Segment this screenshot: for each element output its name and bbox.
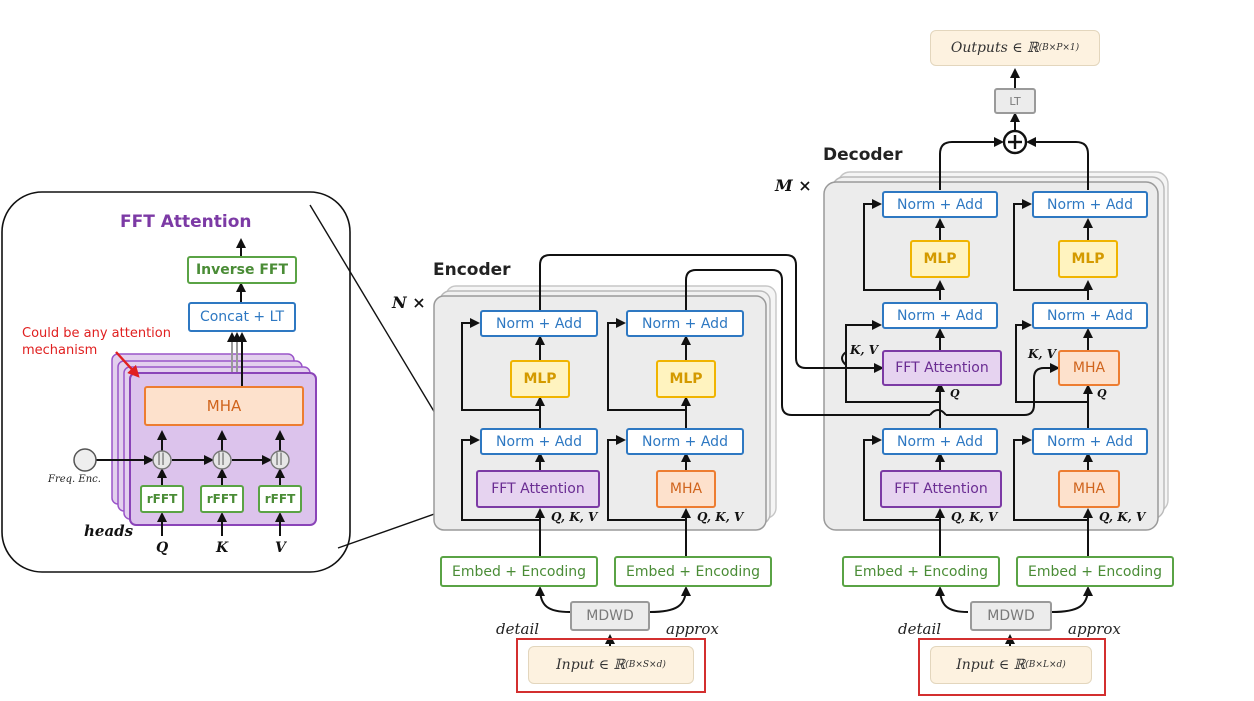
annotation-arrow xyxy=(115,351,140,378)
decoder-mlp-2: MLP xyxy=(1058,240,1118,278)
output-text: Outputs ∈ ℝ xyxy=(950,40,1039,56)
encoder-fft-attention: FFT Attention xyxy=(476,470,600,508)
decoder-mha: MHA xyxy=(1058,470,1120,508)
encoder-norm-add-top-1: Norm + Add xyxy=(480,310,598,337)
encoder-title: Encoder xyxy=(433,260,511,280)
concat-symbol-1: || xyxy=(157,451,166,465)
encoder-approx-label: approx xyxy=(666,620,719,638)
concat-lt-box: Concat + LT xyxy=(188,302,296,332)
decoder-kv-label-2: K, V xyxy=(1028,347,1057,361)
fft-inset-title: FFT Attention xyxy=(120,212,252,232)
encoder-embed-2: Embed + Encoding xyxy=(614,556,772,587)
decoder-norm-add-bottom-2: Norm + Add xyxy=(1032,428,1148,455)
encoder-norm-add-bottom-2: Norm + Add xyxy=(626,428,744,455)
inset-k-label: K xyxy=(216,540,229,556)
decoder-kv-label-1: K, V xyxy=(850,343,879,357)
encoder-mha: MHA xyxy=(656,470,716,508)
encoder-embed-1: Embed + Encoding xyxy=(440,556,598,587)
decoder-input-sup: (B×L×d) xyxy=(1025,660,1066,670)
annotation-line-1: Could be any attention xyxy=(22,326,171,341)
freq-enc-label: Freq. Enc. xyxy=(48,474,101,485)
decoder-cross-mha: MHA xyxy=(1058,350,1120,386)
decoder-fft-attention: FFT Attention xyxy=(880,470,1002,508)
decoder-cross-fft-attention: FFT Attention xyxy=(882,350,1002,386)
rfft-box-q: rFFT xyxy=(140,485,184,513)
encoder-norm-add-top-2: Norm + Add xyxy=(626,310,744,337)
decoder-input-box: Input ∈ ℝ(B×L×d) xyxy=(930,646,1092,684)
concat-symbol-2: || xyxy=(217,451,226,465)
inset-v-label: V xyxy=(275,540,286,556)
decoder-detail-label: detail xyxy=(898,620,942,638)
concat-node-1 xyxy=(152,450,172,470)
heads-label: heads xyxy=(84,522,134,540)
encoder-mlp-2: MLP xyxy=(656,360,716,398)
encoder-detail-label: detail xyxy=(496,620,540,638)
encoder-repeat-label: N × xyxy=(392,293,426,312)
annotation-line-2: mechanism xyxy=(22,343,98,358)
decoder-title: Decoder xyxy=(823,145,903,165)
inset-mha-box: MHA xyxy=(144,386,304,426)
output-sup: (B×P×1) xyxy=(1038,43,1080,53)
decoder-mlp-1: MLP xyxy=(910,240,970,278)
decoder-approx-label: approx xyxy=(1068,620,1121,638)
decoder-mdwd: MDWD xyxy=(970,601,1052,631)
encoder-input-box: Input ∈ ℝ(B×S×d) xyxy=(528,646,694,684)
inverse-fft-box: Inverse FFT xyxy=(187,256,297,284)
encoder-norm-add-bottom-1: Norm + Add xyxy=(480,428,598,455)
decoder-norm-add-top-2: Norm + Add xyxy=(1032,191,1148,218)
rfft-box-k: rFFT xyxy=(200,485,244,513)
decoder-q-label-2: Q xyxy=(1097,387,1107,400)
encoder-qkv-2: Q, K, V xyxy=(697,510,744,524)
decoder-q-label-1: Q xyxy=(950,387,960,400)
decoder-input-highlight xyxy=(918,638,1106,696)
concat-symbol-3: || xyxy=(275,451,284,465)
decoder-input-text: Input ∈ ℝ xyxy=(956,657,1026,673)
freq-enc-node xyxy=(73,448,97,472)
encoder-mdwd: MDWD xyxy=(570,601,650,631)
inset-q-label: Q xyxy=(156,540,169,556)
decoder-embed-1: Embed + Encoding xyxy=(842,556,1000,587)
concat-node-2 xyxy=(212,450,232,470)
decoder-embed-2: Embed + Encoding xyxy=(1016,556,1174,587)
decoder-lt-box: LT xyxy=(994,88,1036,114)
encoder-qkv-1: Q, K, V xyxy=(551,510,598,524)
rfft-box-v: rFFT xyxy=(258,485,302,513)
decoder-qkv-2: Q, K, V xyxy=(1099,510,1146,524)
encoder-input-highlight xyxy=(516,638,706,693)
decoder-norm-add-top-1: Norm + Add xyxy=(882,191,998,218)
decoder-qkv-1: Q, K, V xyxy=(951,510,998,524)
encoder-input-sup: (B×S×d) xyxy=(625,660,666,670)
output-box: Outputs ∈ ℝ(B×P×1) xyxy=(930,30,1100,66)
decoder-repeat-label: M × xyxy=(775,176,812,195)
encoder-mlp-1: MLP xyxy=(510,360,570,398)
encoder-input-text: Input ∈ ℝ xyxy=(556,657,626,673)
decoder-norm-add-mid-1: Norm + Add xyxy=(882,302,998,329)
decoder-norm-add-mid-2: Norm + Add xyxy=(1032,302,1148,329)
concat-node-3 xyxy=(270,450,290,470)
decoder-norm-add-bottom-1: Norm + Add xyxy=(882,428,998,455)
